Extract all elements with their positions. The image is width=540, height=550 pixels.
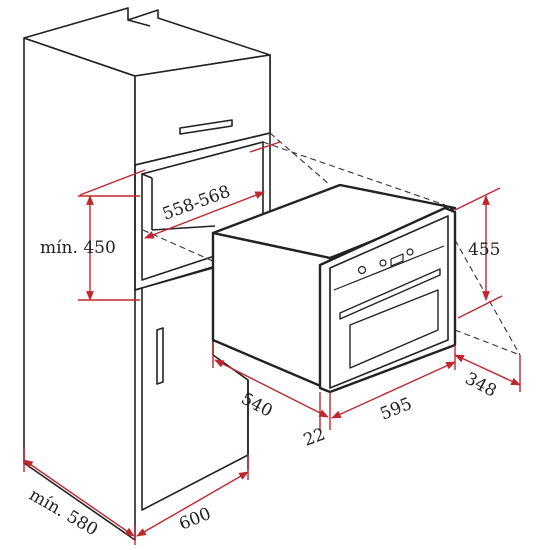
cabinet-side-panel bbox=[23, 37, 136, 541]
oven-knob-right-icon bbox=[406, 248, 414, 256]
niche-inner-edge bbox=[141, 173, 153, 179]
dimension-lines bbox=[23, 141, 521, 545]
cabinet-notch-edge bbox=[127, 19, 151, 27]
dim-oven-width-line bbox=[331, 361, 456, 419]
niche-floor-edge bbox=[151, 225, 216, 231]
label-oven-height: 455 bbox=[468, 240, 500, 260]
oven-door-window bbox=[349, 289, 439, 369]
lower-door-top-edge bbox=[134, 287, 143, 291]
dim-cabinet-width-line bbox=[136, 471, 249, 537]
oven-side-face bbox=[211, 231, 332, 392]
dim-cabinet-depth-line bbox=[23, 459, 135, 537]
dim-niche-width-ext-right bbox=[249, 141, 281, 153]
label-front-thickness: 22 bbox=[301, 425, 328, 451]
oven-control-panel-line bbox=[333, 245, 445, 291]
oven-display-icon bbox=[390, 253, 404, 267]
dim-oven-height-ext-top bbox=[454, 187, 501, 211]
dim-projection-line bbox=[454, 354, 521, 386]
lower-door-handle bbox=[156, 327, 164, 385]
dim-oven-depth-line bbox=[214, 359, 329, 418]
dim-oven-height-ext-bottom bbox=[457, 295, 503, 319]
label-oven-width: 595 bbox=[377, 394, 415, 425]
oven-door-handle bbox=[339, 268, 441, 320]
label-cabinet-width: 600 bbox=[176, 504, 214, 535]
dim-niche-width-line bbox=[144, 191, 265, 239]
dim-niche-width-ext-left bbox=[79, 169, 146, 196]
oven-knob-left-icon bbox=[357, 265, 367, 275]
upper-door-handle bbox=[179, 119, 233, 135]
label-niche-height: mín. 450 bbox=[40, 238, 116, 258]
built-in-compact-oven-icon bbox=[211, 183, 457, 394]
oven-knob-mid-icon bbox=[379, 259, 387, 267]
